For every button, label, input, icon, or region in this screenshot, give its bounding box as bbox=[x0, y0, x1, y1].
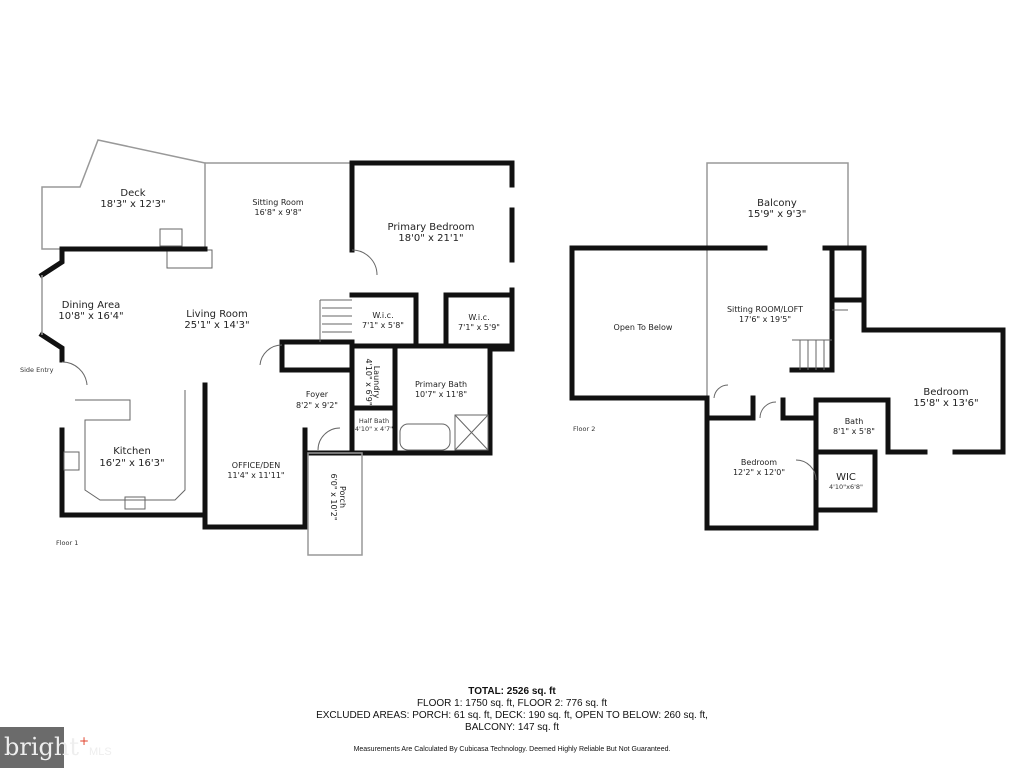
room-name: W.i.c. bbox=[372, 311, 393, 320]
total-area: TOTAL: 2526 sq. ft bbox=[468, 686, 556, 697]
room-name: WIC bbox=[836, 472, 856, 483]
room-dims: 7'1" x 5'9" bbox=[458, 323, 500, 332]
grill-icon bbox=[159, 228, 183, 247]
floor-1-label: Floor 1 bbox=[56, 539, 78, 547]
balcony-area: BALCONY: 147 sq. ft bbox=[465, 722, 559, 733]
room-name: Primary Bedroom bbox=[387, 222, 474, 233]
room-dims: 15'9" x 9'3" bbox=[748, 209, 807, 220]
room-name: Living Room bbox=[186, 309, 247, 320]
room-dims: 12'2" x 12'0" bbox=[733, 468, 785, 477]
area-summary: TOTAL: 2526 sq. ft FLOOR 1: 1750 sq. ft,… bbox=[0, 686, 1024, 756]
plus-icon: + bbox=[78, 734, 90, 748]
room-name: Primary Bath bbox=[415, 380, 467, 389]
room-name: Foyer bbox=[306, 390, 329, 399]
side-entry-label: Side Entry bbox=[20, 366, 54, 374]
room-name: Dining Area bbox=[62, 300, 120, 311]
fireplace-icon bbox=[166, 249, 213, 269]
room-dims: 6'0" x 10'2" bbox=[329, 473, 338, 520]
room-dims: 17'6" x 19'5" bbox=[739, 315, 791, 324]
disclaimer: Measurements Are Calculated By Cubicasa … bbox=[353, 746, 671, 753]
floor-2-label: Floor 2 bbox=[573, 425, 595, 433]
room-name: OFFICE/DEN bbox=[232, 461, 280, 470]
room-dims: 10'7" x 11'8" bbox=[415, 390, 467, 399]
logo-suffix: MLS bbox=[89, 746, 112, 758]
floor-areas: FLOOR 1: 1750 sq. ft, FLOOR 2: 776 sq. f… bbox=[416, 698, 608, 709]
room-dims: 16'2" x 16'3" bbox=[99, 458, 164, 469]
room-name: Bedroom bbox=[741, 458, 777, 467]
bathtub-icon bbox=[399, 423, 451, 451]
room-dims: 4'10"x6'8" bbox=[829, 483, 863, 491]
room-name: Deck bbox=[120, 188, 145, 199]
room-name: Sitting ROOM/LOFT bbox=[727, 305, 803, 314]
stove-icon bbox=[63, 451, 80, 471]
room-dims: 18'3" x 12'3" bbox=[100, 199, 165, 210]
excluded-areas: EXCLUDED AREAS: PORCH: 61 sq. ft, DECK: … bbox=[316, 710, 708, 721]
room-name: Open To Below bbox=[614, 323, 673, 332]
room-name: Half Bath bbox=[359, 417, 389, 425]
room-name: Balcony bbox=[757, 198, 797, 209]
floor-plan: Floor 1 Side Entry Deck 18'3" x 12'3" Si… bbox=[20, 139, 1006, 556]
room-dims: 25'1" x 14'3" bbox=[184, 320, 249, 331]
room-dims: 16'8" x 9'8" bbox=[254, 208, 301, 217]
porch-outline bbox=[307, 452, 363, 556]
room-dims: 10'8" x 16'4" bbox=[58, 311, 123, 322]
floor-1-plan: Floor 1 Side Entry Deck 18'3" x 12'3" Si… bbox=[20, 139, 515, 556]
room-dims: 11'4" x 11'11" bbox=[227, 471, 284, 480]
room-name: Sitting Room bbox=[252, 198, 303, 207]
logo-text: bright bbox=[4, 733, 79, 761]
room-name: Laundry bbox=[372, 366, 381, 399]
floor-2-plan: Floor 2 Balcony 15'9" x 9'3" Open To Bel… bbox=[569, 162, 1006, 531]
room-dims: 7'1" x 5'8" bbox=[362, 321, 404, 330]
room-name: Porch bbox=[338, 486, 347, 508]
sink-icon bbox=[124, 496, 146, 510]
room-name: Bedroom bbox=[923, 387, 968, 398]
room-name: Bath bbox=[845, 417, 864, 426]
room-dims: 15'8" x 13'6" bbox=[913, 398, 978, 409]
room-dims: 18'0" x 21'1" bbox=[398, 233, 463, 244]
bright-mls-logo: bright+MLS bbox=[0, 727, 112, 768]
room-dims: 8'2" x 9'2" bbox=[296, 401, 338, 410]
room-dims: 4'10" x 4'7" bbox=[355, 425, 393, 433]
room-name: Kitchen bbox=[113, 446, 151, 457]
room-dims: 8'1" x 5'8" bbox=[833, 427, 875, 436]
shower-icon bbox=[454, 414, 489, 451]
room-dims: 4'10" x 6'9" bbox=[364, 358, 373, 405]
room-name: W.i.c. bbox=[468, 313, 489, 322]
